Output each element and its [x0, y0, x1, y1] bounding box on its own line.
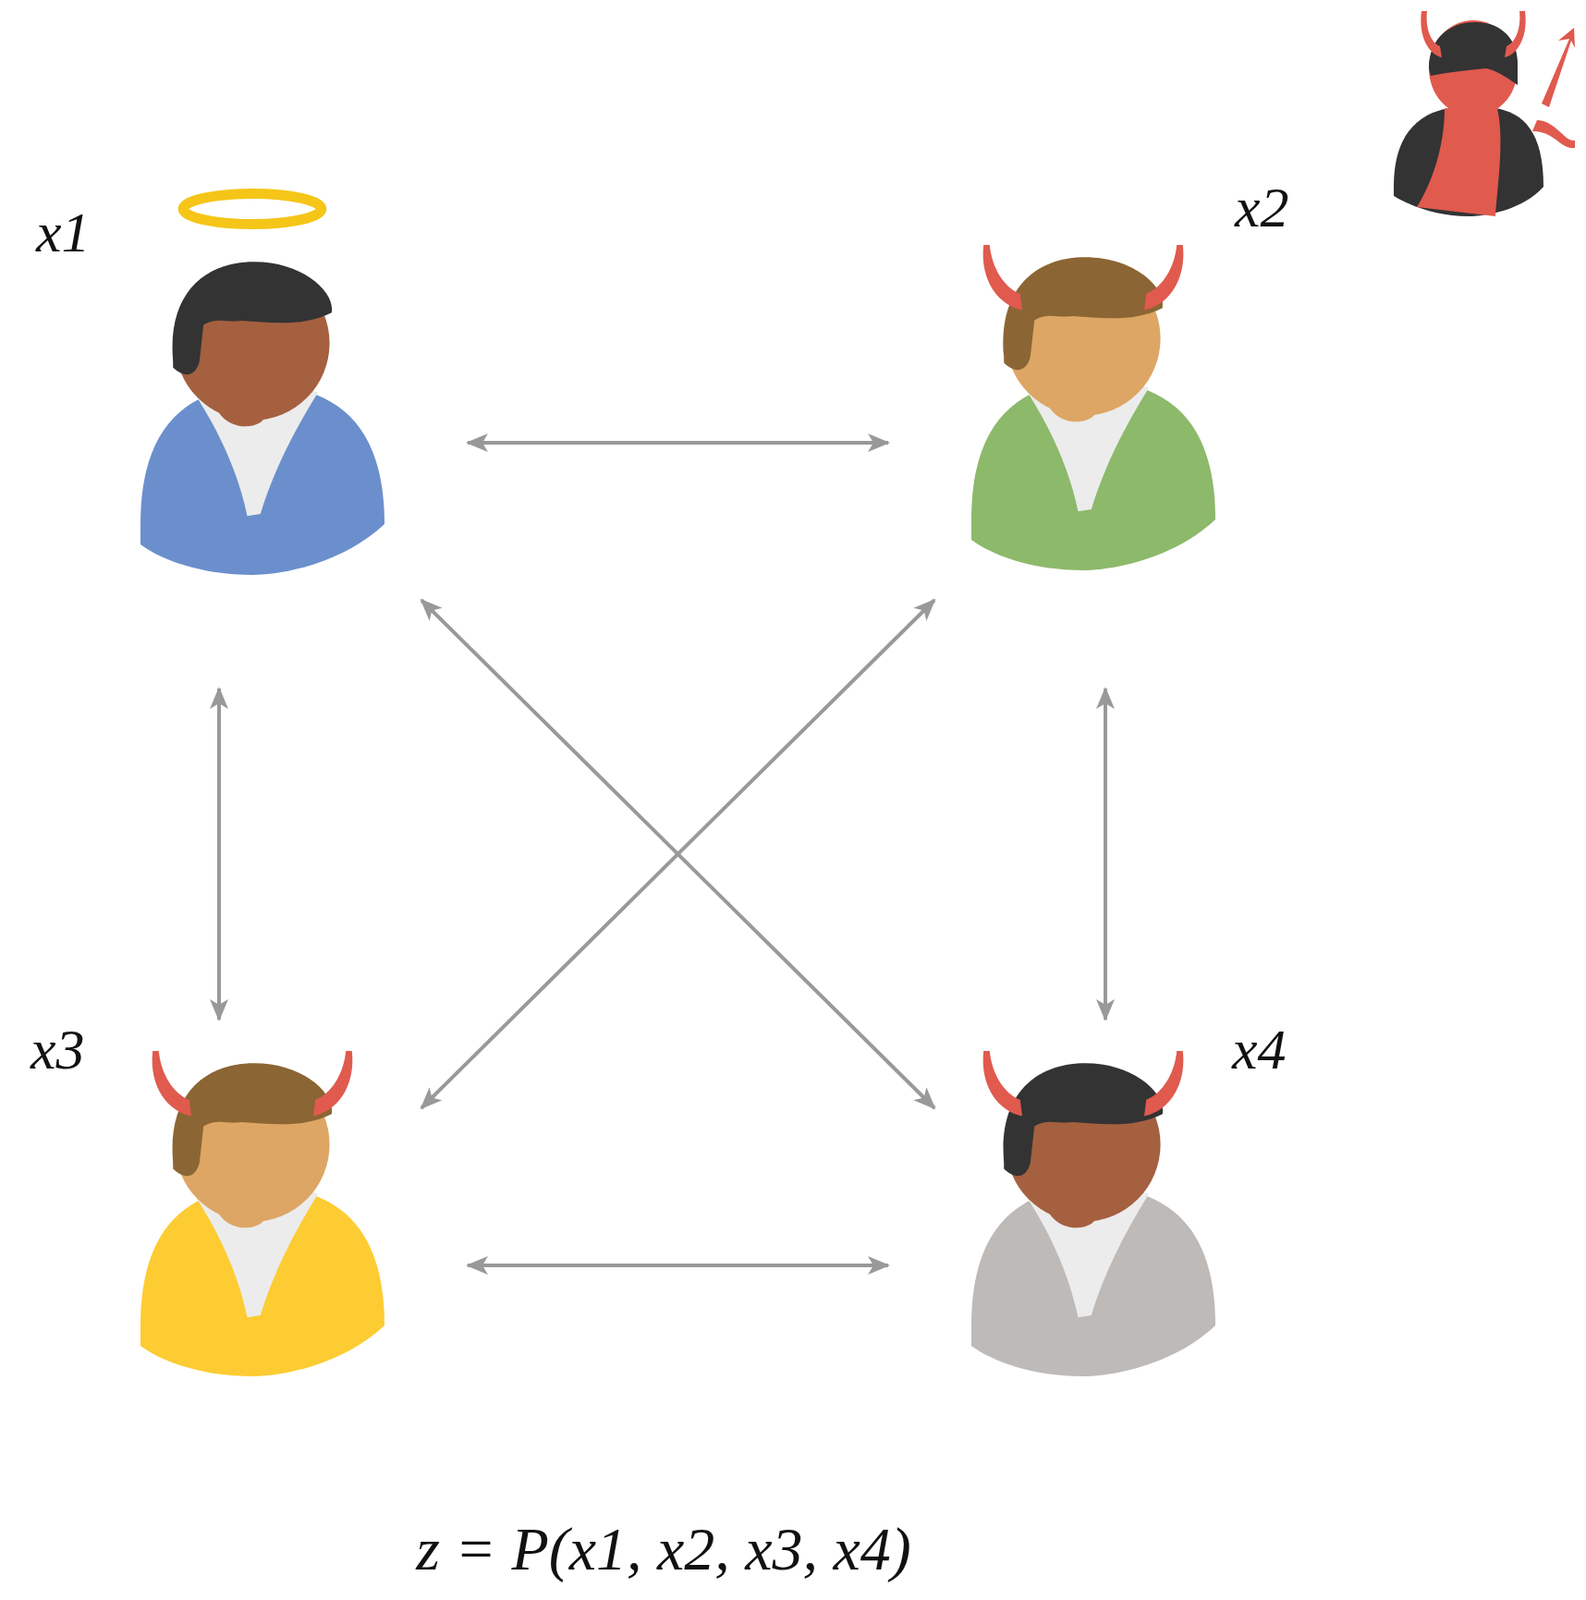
person-icon: [140, 1050, 385, 1377]
person-node: x2: [971, 244, 1216, 571]
variable-label: x1: [36, 203, 91, 261]
person-node: x3: [140, 1050, 385, 1377]
bidirectional-arrow: [217, 688, 221, 1020]
formula-caption: z = P(x1, x2, x3, x4): [247, 1515, 1080, 1584]
person-icon: [140, 249, 385, 575]
person-icon: [971, 1050, 1216, 1377]
person-node: x4: [971, 1050, 1216, 1377]
bidirectional-arrow: [421, 599, 935, 1108]
bidirectional-arrow: [421, 599, 935, 1108]
bidirectional-arrow: [1103, 688, 1108, 1020]
person-node: x1: [140, 249, 385, 575]
variable-label: x2: [1234, 178, 1290, 236]
variable-label: x4: [1232, 1020, 1287, 1078]
bidirectional-arrow: [467, 1263, 889, 1268]
adversary-figure: [1393, 11, 1575, 219]
variable-label: x3: [30, 1020, 86, 1078]
person-icon: [971, 244, 1216, 571]
bidirectional-arrow: [467, 440, 889, 445]
